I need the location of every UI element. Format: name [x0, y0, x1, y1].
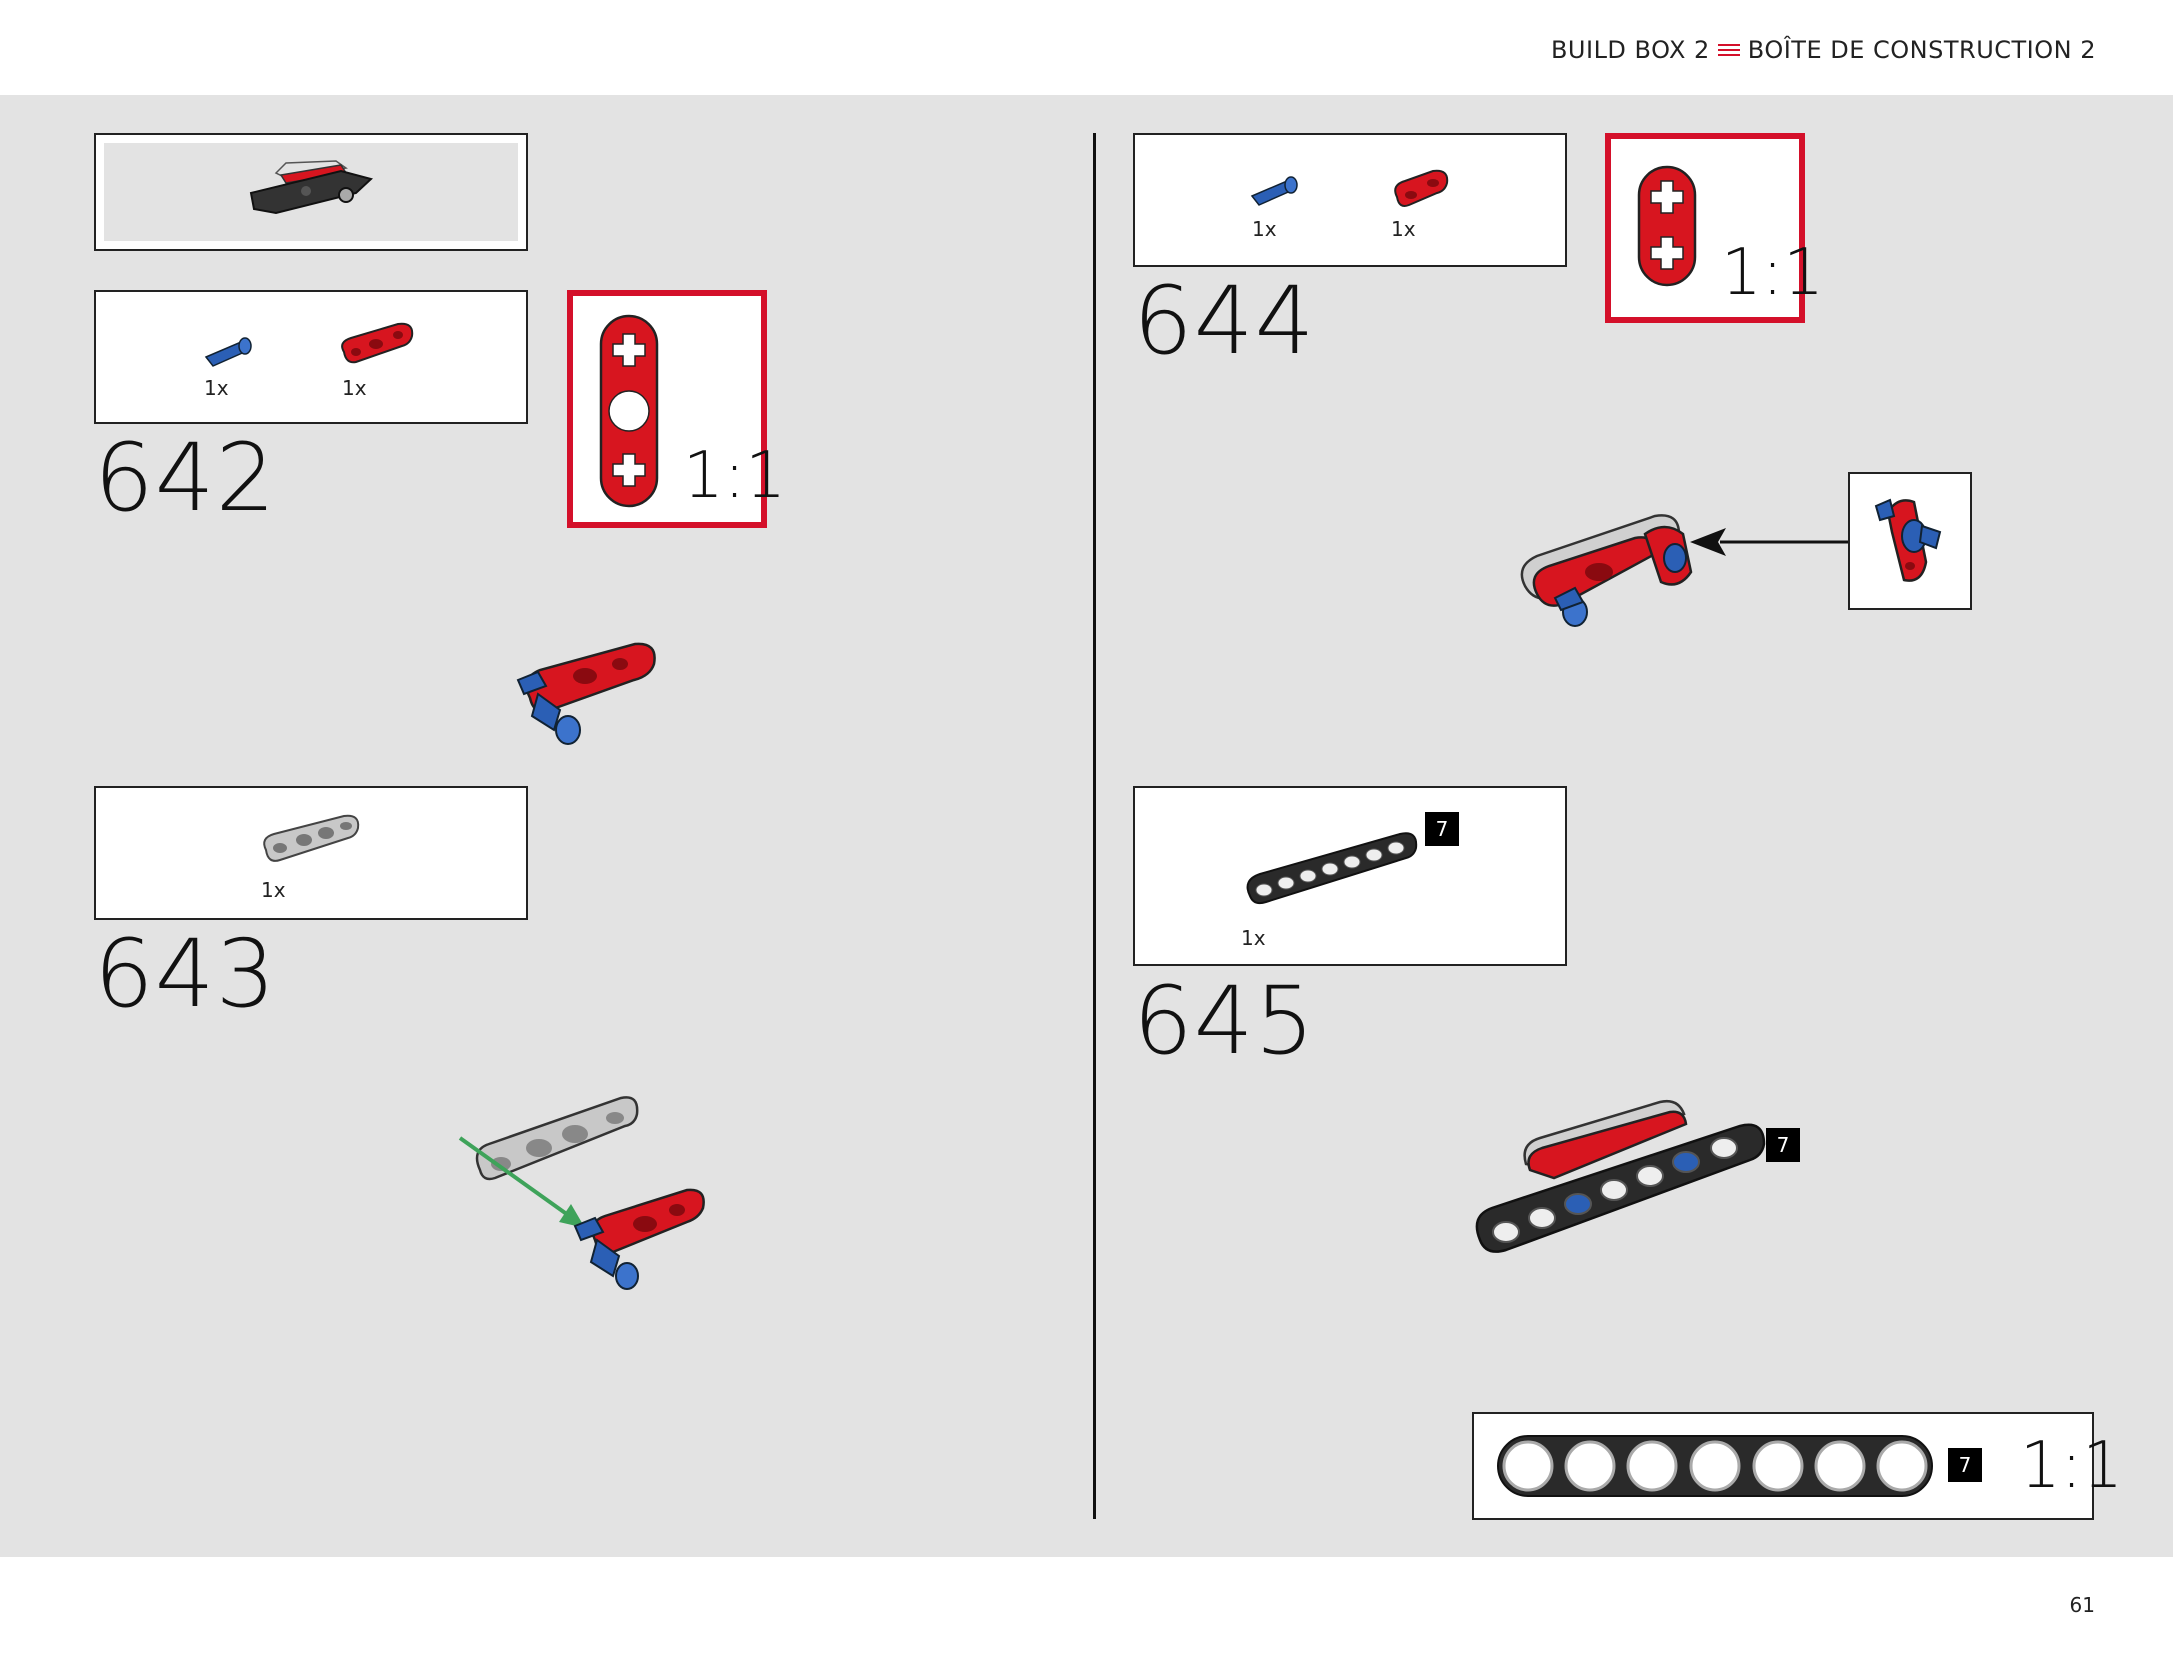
black-beam-7-icon — [1246, 832, 1418, 905]
step-643-part-1-qty: 1x — [261, 878, 286, 902]
page-footer: 61 — [0, 1557, 2173, 1654]
step-645-scale-label: 1:1 — [2020, 1429, 2123, 1503]
step-645-part-1-length-badge: 7 — [1425, 812, 1459, 846]
title-separator-icon — [1717, 43, 1740, 57]
step-642-scale-callout: 1:1 — [567, 290, 786, 528]
step-642-assembly-illustration — [516, 642, 656, 745]
step-645-scale-badge: 7 — [1948, 1448, 1982, 1482]
step-644-scale-callout: 1:1 — [1605, 133, 1824, 323]
red-liftarm-3-icon — [341, 322, 414, 364]
page-number: 61 — [2069, 1593, 2095, 1617]
step-644-part-2-qty: 1x — [1391, 217, 1416, 241]
red-liftarm-2-scale-icon — [1637, 165, 1697, 287]
step-643-number: 643 — [94, 920, 277, 1029]
step-642-part-2-qty: 1x — [342, 376, 367, 400]
red-liftarm-3-scale-icon — [599, 314, 659, 508]
step-644-scale-label: 1:1 — [1721, 236, 1824, 310]
step-643-assembly-illustration — [458, 1096, 705, 1290]
blue-axle-pin-icon — [1250, 176, 1298, 206]
step-644-parts-box: 1x 1x — [1133, 133, 1567, 267]
header-title: BUILD BOX 2 BOÎTE DE CONSTRUCTION 2 — [1551, 36, 2096, 64]
page-divider — [1093, 133, 1096, 1519]
blue-axle-pin-icon — [204, 337, 252, 367]
step-645-assembly-illustration — [1475, 1100, 1766, 1253]
insertion-arrow — [1690, 528, 1848, 556]
step-642-scale-label: 1:1 — [683, 439, 786, 513]
step-645-part-1-qty: 1x — [1241, 926, 1266, 950]
step-645-scale-callout: 7 1:1 — [1472, 1412, 2123, 1520]
step-644-part-1-qty: 1x — [1252, 217, 1277, 241]
step-645-parts-box: 1x 7 — [1133, 786, 1567, 966]
red-liftarm-2-icon — [1394, 169, 1449, 207]
step-643-parts-box: 1x — [94, 786, 528, 920]
step-642-parts-box: 1x 1x — [94, 290, 528, 424]
step-642-part-1-qty: 1x — [204, 376, 229, 400]
subassembly-preview — [94, 133, 528, 251]
step-642-number: 642 — [94, 424, 277, 533]
header-title-fr: BOÎTE DE CONSTRUCTION 2 — [1747, 36, 2096, 64]
black-beam-7-scale-icon — [1497, 1435, 1933, 1497]
step-644-number: 644 — [1133, 267, 1316, 376]
gray-liftarm-3-icon — [263, 814, 360, 862]
page-header: BUILD BOX 2 BOÎTE DE CONSTRUCTION 2 — [0, 0, 2173, 95]
step-645-length-badge: 7 — [1766, 1128, 1800, 1162]
step-645-number: 645 — [1133, 967, 1316, 1076]
red-liftarm-with-pins-icon — [1874, 498, 1942, 582]
header-title-en: BUILD BOX 2 — [1550, 36, 1710, 64]
step-644-assembly-illustration — [1520, 514, 1693, 627]
subassembly-preview-icon — [249, 160, 374, 215]
step-644-subassembly-callout — [1848, 472, 1972, 610]
